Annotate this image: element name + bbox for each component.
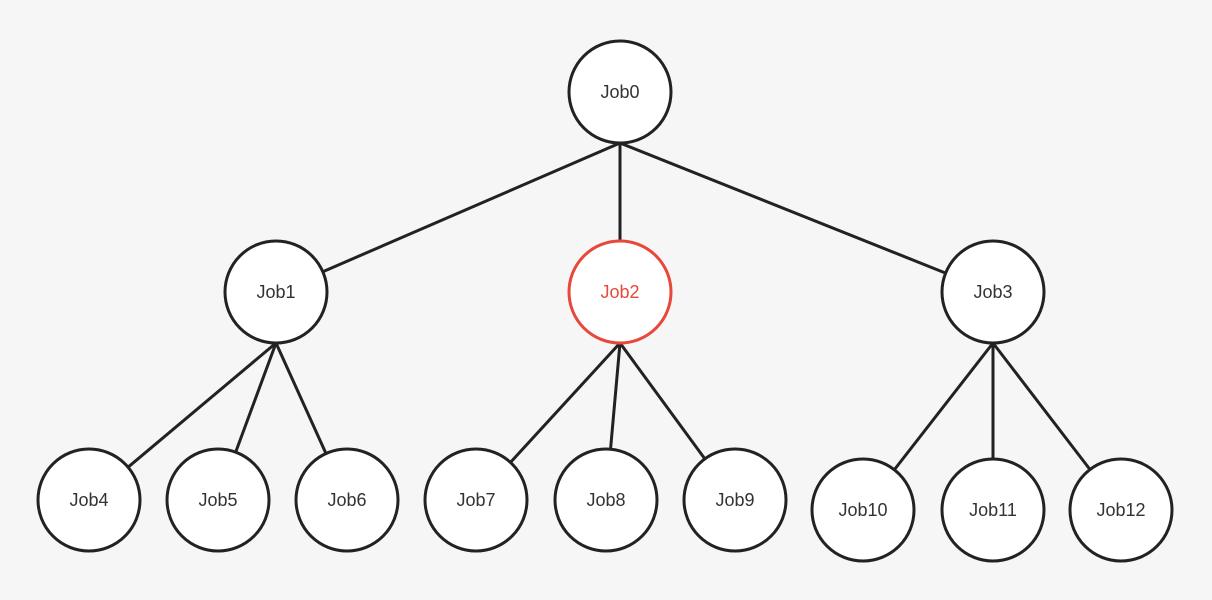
edge-job0-job3 bbox=[618, 141, 948, 275]
node-label-job11: Job11 bbox=[969, 500, 1017, 520]
node-job10: Job10 bbox=[810, 457, 916, 563]
node-job8: Job8 bbox=[553, 447, 659, 553]
node-label-job6: Job6 bbox=[327, 490, 366, 510]
node-job4: Job4 bbox=[36, 447, 142, 553]
node-label-job10: Job10 bbox=[838, 500, 887, 520]
edge-job2-job7 bbox=[508, 341, 622, 464]
node-label-job8: Job8 bbox=[586, 490, 625, 510]
edges-layer bbox=[126, 141, 1092, 472]
node-job7: Job7 bbox=[423, 447, 529, 553]
node-job2: Job2 bbox=[567, 239, 673, 345]
node-circle-job10 bbox=[810, 457, 916, 563]
node-circle-job5 bbox=[165, 447, 271, 553]
node-circle-job3 bbox=[940, 239, 1046, 345]
node-label-job1: Job1 bbox=[256, 282, 295, 302]
node-job1: Job1 bbox=[223, 239, 329, 345]
edge-job2-job8 bbox=[609, 341, 622, 451]
node-circle-job6 bbox=[294, 447, 400, 553]
node-job3: Job3 bbox=[940, 239, 1046, 345]
node-job6: Job6 bbox=[294, 447, 400, 553]
node-label-job2: Job2 bbox=[600, 282, 639, 302]
node-label-job3: Job3 bbox=[973, 282, 1012, 302]
node-circle-job1 bbox=[223, 239, 329, 345]
node-circle-job8 bbox=[553, 447, 659, 553]
node-circle-job9 bbox=[682, 447, 788, 553]
node-circle-job2 bbox=[567, 239, 673, 345]
edge-job1-job6 bbox=[274, 341, 328, 456]
node-circle-job7 bbox=[423, 447, 529, 553]
node-label-job9: Job9 bbox=[715, 490, 754, 510]
edge-job3-job10 bbox=[892, 341, 995, 472]
edge-job3-job12 bbox=[991, 341, 1092, 472]
node-label-job0: Job0 bbox=[600, 82, 639, 102]
edge-job1-job5 bbox=[234, 341, 278, 454]
node-label-job12: Job12 bbox=[1096, 500, 1145, 520]
node-job11: Job11 bbox=[940, 457, 1046, 563]
node-circle-job0 bbox=[567, 39, 673, 145]
edge-job1-job4 bbox=[126, 341, 278, 469]
node-circle-job12 bbox=[1068, 457, 1174, 563]
node-label-job7: Job7 bbox=[456, 490, 495, 510]
node-label-job4: Job4 bbox=[69, 490, 108, 510]
node-job9: Job9 bbox=[682, 447, 788, 553]
node-label-job5: Job5 bbox=[198, 490, 237, 510]
node-circle-job11 bbox=[940, 457, 1046, 563]
edge-job0-job1 bbox=[321, 141, 622, 274]
node-circle-job4 bbox=[36, 447, 142, 553]
edge-job2-job9 bbox=[618, 341, 707, 461]
node-job0: Job0 bbox=[567, 39, 673, 145]
node-job12: Job12 bbox=[1068, 457, 1174, 563]
node-job5: Job5 bbox=[165, 447, 271, 553]
